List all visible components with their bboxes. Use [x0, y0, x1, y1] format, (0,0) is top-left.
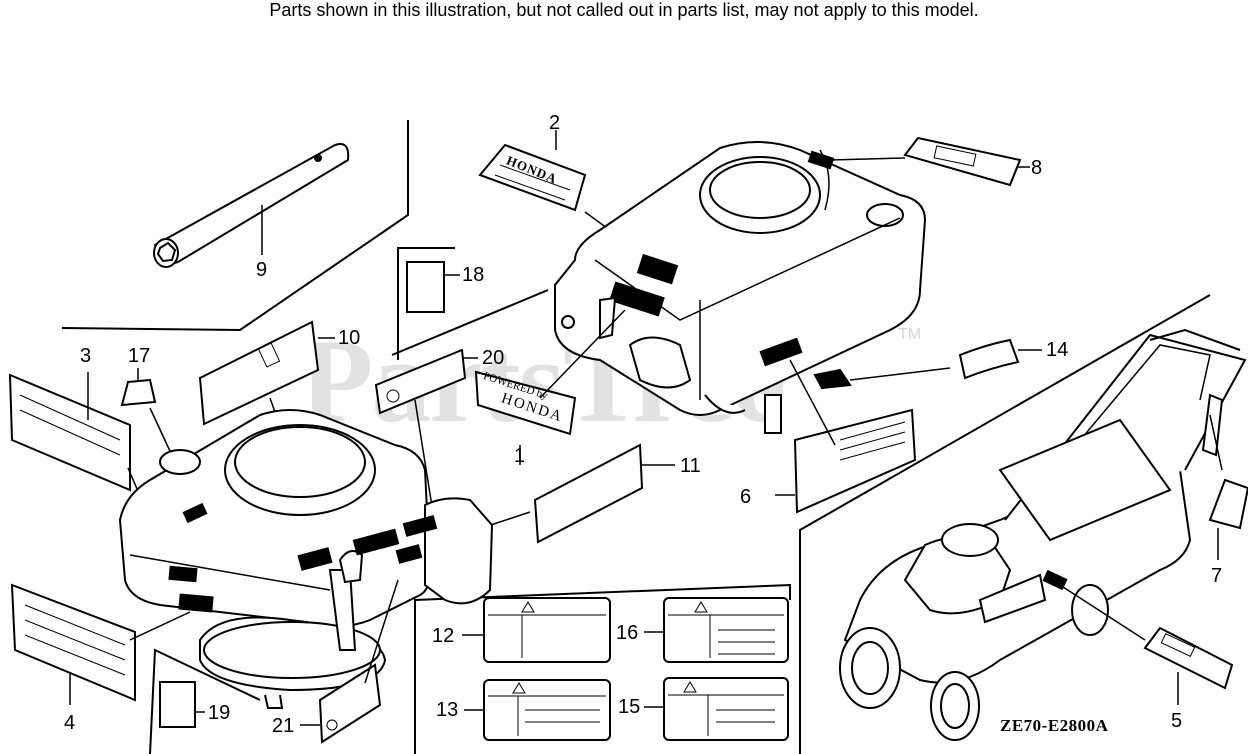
callout-11: 11: [680, 455, 701, 477]
decal-part-6: [775, 359, 917, 514]
diagram-code: ZE70-E2800A: [1000, 716, 1109, 735]
decal-part-5: [1143, 626, 1234, 705]
callout-4: 4: [64, 712, 76, 734]
warning-label-15: [644, 677, 789, 741]
watermark-trademark: TM: [898, 326, 922, 343]
callout-10: 10: [338, 327, 361, 349]
warning-label-16: [644, 597, 789, 663]
tube-wrench-part-9: [153, 143, 350, 268]
callout-18: 18: [462, 264, 485, 286]
decal-part-14: [813, 338, 1042, 390]
decal-part-7: [1208, 478, 1248, 560]
callout-16: 16: [616, 622, 639, 644]
callout-21: 21: [272, 715, 295, 737]
callout-20: 20: [482, 347, 505, 369]
callout-15: 15: [618, 696, 641, 718]
engine-top: [554, 141, 927, 434]
callout-2: 2: [549, 112, 561, 134]
decal-part-8: [903, 136, 1030, 187]
section-dividers: [61, 120, 1211, 754]
decal-part-4: [10, 583, 191, 705]
lawnmower: [839, 328, 1247, 741]
decal-part-18: [406, 261, 445, 313]
header-note: Parts shown in this illustration, but no…: [269, 0, 979, 20]
callout-7: 7: [1211, 565, 1223, 587]
engine-left: [118, 409, 494, 709]
callout-3: 3: [80, 345, 92, 367]
decal-part-19: [159, 681, 196, 728]
callout-9: 9: [256, 259, 268, 281]
callout-6: 6: [740, 486, 752, 508]
warning-label-13: [464, 679, 611, 741]
callout-12: 12: [432, 625, 455, 647]
callout-13: 13: [436, 699, 459, 721]
callout-8: 8: [1031, 157, 1043, 179]
callout-1: 1: [514, 445, 526, 467]
callout-5: 5: [1171, 710, 1183, 732]
decal-part-2: [478, 130, 649, 259]
callout-14: 14: [1046, 339, 1069, 361]
decal-part-21: [300, 579, 399, 744]
callout-17: 17: [128, 345, 151, 367]
decal-part-1: [474, 309, 626, 465]
callout-19: 19: [208, 702, 231, 724]
decal-part-17: [120, 378, 157, 407]
warning-label-12: [462, 597, 611, 663]
